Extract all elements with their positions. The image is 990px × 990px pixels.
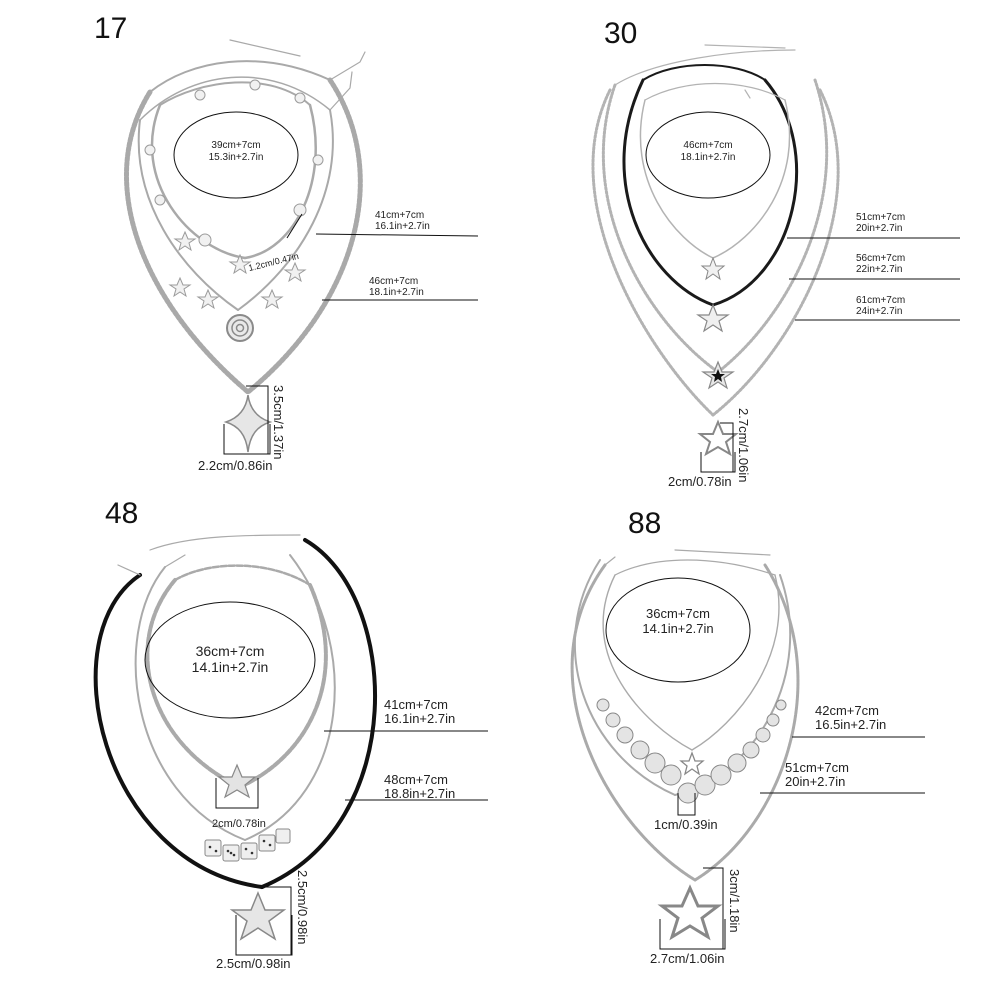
pendant-height-label: 3cm/1.18in (727, 869, 742, 933)
length-in: 20in+2.7in (856, 223, 903, 234)
necklace-illustration-88 (570, 549, 925, 950)
panel-48: 48 36cm+7cm 14.1in+2.7in 41cm+7cm 16.1in… (0, 495, 495, 990)
length-cm: 51cm+7cm (785, 760, 849, 775)
length-in: 20in+2.7in (785, 774, 846, 790)
length-in: 18.8in+2.7in (384, 786, 456, 802)
oval-line-1: 36cm+7cm (646, 606, 710, 621)
length-label-2: 51cm+7cm 20in+2.7in (785, 760, 849, 790)
necklace-illustration-30 (591, 44, 960, 473)
oval-line-2: 15.3in+2.7in (208, 151, 264, 163)
panel-number: 30 (604, 17, 638, 50)
length-in: 18.1in+2.7in (369, 287, 424, 298)
pendant-width-label: 2.7cm/1.06in (650, 951, 725, 966)
length-in: 16.5in+2.7in (815, 717, 887, 733)
panel-number: 17 (94, 12, 128, 45)
length-cm: 41cm+7cm (375, 210, 425, 221)
length-cm: 46cm+7cm (369, 276, 419, 287)
oval-line-1: 36cm+7cm (195, 643, 265, 659)
oval-size-label: 36cm+7cm 14.1in+2.7in (613, 606, 743, 637)
length-cm: 51cm+7cm (856, 212, 906, 223)
oval-size-label: 46cm+7cm 18.1in+2.7in (646, 140, 770, 163)
panel-30: 30 46cm+7cm 18.1in+2.7in 51cm+7cm 20in+2… (495, 0, 990, 495)
length-label-2: 46cm+7cm 18.1in+2.7in (369, 276, 424, 298)
bead-size-label: 1cm/0.39in (654, 817, 718, 832)
pendant-width-label: 2.2cm/0.86in (198, 458, 273, 473)
length-in: 24in+2.7in (856, 306, 903, 317)
pendant-height-label: 2.7cm/1.06in (736, 408, 751, 483)
panel-number: 48 (105, 497, 139, 530)
oval-size-label: 36cm+7cm 14.1in+2.7in (150, 643, 310, 675)
oval-line-2: 14.1in+2.7in (191, 659, 269, 676)
oval-size-label: 39cm+7cm 15.3in+2.7in (174, 140, 298, 163)
length-in: 16.1in+2.7in (375, 221, 430, 232)
pendant-height-label: 2.5cm/0.98in (295, 870, 310, 945)
length-label-1: 41cm+7cm 16.1in+2.7in (384, 697, 456, 727)
length-label-2: 56cm+7cm 22in+2.7in (856, 253, 905, 275)
oval-line-1: 39cm+7cm (211, 140, 261, 151)
length-label-1: 42cm+7cm 16.5in+2.7in (815, 703, 887, 733)
length-cm: 61cm+7cm (856, 295, 906, 306)
length-cm: 42cm+7cm (815, 703, 879, 718)
length-in: 22in+2.7in (856, 264, 903, 275)
oval-line-1: 46cm+7cm (683, 140, 733, 151)
panel-17: 17 39cm+7cm 15.3in+2.7in 41cm+7cm 16.1in… (0, 0, 495, 495)
length-label-2: 48cm+7cm 18.8in+2.7in (384, 772, 456, 802)
panel-number: 88 (628, 507, 662, 540)
panel-88: 88 36cm+7cm 14.1in+2.7in 42cm+7cm 16.5in… (495, 495, 990, 990)
length-cm: 41cm+7cm (384, 697, 448, 712)
pendant-height-label: 3.5cm/1.37in (271, 385, 286, 460)
necklace-illustration-17 (124, 39, 479, 455)
oval-line-2: 18.1in+2.7in (680, 151, 736, 163)
length-label-3: 61cm+7cm 24in+2.7in (856, 295, 905, 317)
pendant-width-label: 2.5cm/0.98in (216, 956, 291, 971)
length-label-1: 51cm+7cm 20in+2.7in (856, 212, 905, 234)
oval-line-2: 14.1in+2.7in (642, 620, 714, 636)
length-cm: 56cm+7cm (856, 253, 906, 264)
length-cm: 48cm+7cm (384, 772, 448, 787)
pendant-width-label: 2cm/0.78in (668, 474, 732, 489)
star-size-label: 2cm/0.78in (212, 818, 266, 830)
necklace-illustration-48 (93, 534, 488, 956)
length-label-1: 41cm+7cm 16.1in+2.7in (375, 210, 430, 232)
length-in: 16.1in+2.7in (384, 711, 456, 727)
